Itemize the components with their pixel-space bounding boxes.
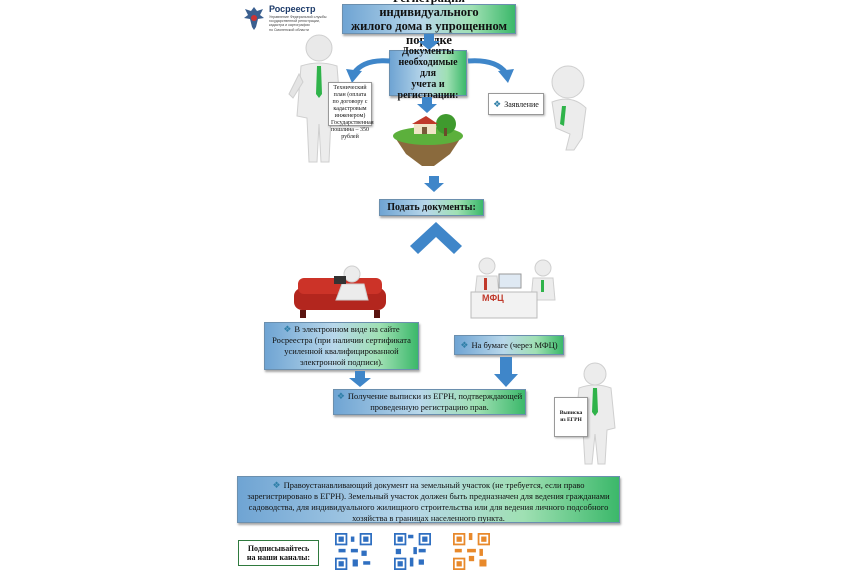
bullet-icon: ❖ [336,391,345,401]
arrow-down-icon [418,34,440,50]
logo-line: кадастра и картографии [269,23,310,28]
rosreestr-logo: Росреестр Управление Федеральной службы … [243,4,333,34]
person-leaning-icon [551,65,587,151]
docs-line: Документы [401,45,455,57]
logo-line: Управление Федеральной службы [269,15,327,19]
note-text: Правоустанавливающий документ на земельн… [247,480,610,523]
eagle-emblem-icon [244,7,264,30]
result-box: ❖Получение выписки из ЕГРН, подтверждающ… [333,389,526,415]
title-line-1: Регистрация индивидуального [379,0,479,19]
application-label: Заявление [504,99,539,109]
mfc-office-icon [470,257,556,319]
paper-box: ❖На бумаге (через МФЦ) [454,335,564,355]
curved-arrow-left-icon [346,58,391,83]
qr-code-icon[interactable] [394,533,431,570]
extract-sheet: Выписка из ЕГРН [554,397,588,437]
subscribe-box: Подписывайтесь на наши каналы: [238,540,319,566]
bullet-icon: ❖ [272,480,281,490]
title-line-2: жилого дома в упрощенном порядке [351,19,507,47]
logo-line: государственной регистрации, [269,19,320,24]
online-box: ❖В электронном виде на сайте Росреестра … [264,322,419,370]
application-sheet: ❖Заявление [488,93,544,115]
person-on-sofa-icon [294,265,386,318]
result-text: Получение выписки из ЕГРН, подтверждающе… [347,391,523,412]
logo-name: Росреестр [269,4,316,14]
docs-line: регистрации: [397,89,459,101]
qr-code-icon[interactable] [335,533,372,570]
subscribe-line: Подписывайтесь [247,544,310,553]
note-box: ❖Правоустанавливающий документ на земель… [237,476,620,523]
bullet-icon: ❖ [460,339,469,350]
split-arrow-icon [410,222,462,254]
bullet-icon: ❖ [283,324,292,334]
docs-line: учета и [411,78,445,90]
arrow-down-icon [349,371,371,387]
online-text: В электронном виде на сайте Росреестра (… [272,324,411,367]
curved-arrow-right-icon [467,58,514,83]
page-title: Регистрация индивидуального жилого дома … [342,0,516,47]
documents-box: Документы необходимые для учета и регист… [389,46,467,101]
docs-line: необходимые для [398,56,458,79]
submit-box: Подать документы: [379,199,484,216]
qr-code-icon[interactable] [453,533,490,570]
arrow-down-icon [417,97,437,113]
subscribe-line: на наши каналы: [246,553,311,562]
arrow-down-icon [424,176,444,192]
mfc-label: МФЦ [482,293,504,303]
paper-text: На бумаге (через МФЦ) [471,339,558,350]
left-document-sheet: Технический план (оплата по договору с к… [328,82,374,140]
arrow-down-icon [494,357,518,387]
bullet-icon: ❖ [493,98,502,109]
house-island-icon [393,114,463,166]
logo-line: по Смоленской области [269,27,309,32]
